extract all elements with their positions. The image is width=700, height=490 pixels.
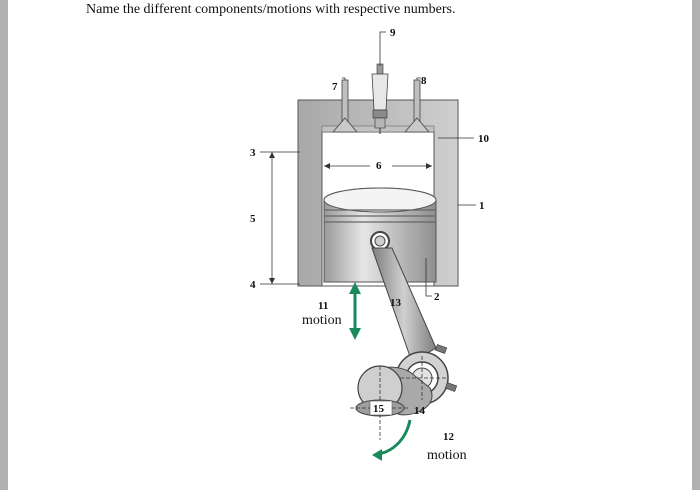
label-11: 11 (318, 300, 328, 312)
label-6: 6 (376, 160, 382, 172)
right-frame-edge (692, 0, 700, 490)
motion-label-rotary: motion (427, 448, 467, 463)
leader-lines (260, 31, 476, 297)
label-5: 5 (250, 213, 256, 225)
crankshaft (350, 356, 446, 440)
label-1: 1 (479, 200, 485, 212)
bore-dimension (324, 157, 432, 174)
label-15: 15 (373, 403, 385, 415)
motion-label-reciprocating: motion (302, 313, 342, 328)
stroke-dimension (262, 151, 300, 285)
label-12: 12 (443, 431, 455, 443)
label-3: 3 (250, 147, 256, 159)
label-14: 14 (414, 405, 426, 417)
label-10: 10 (478, 133, 490, 145)
question-text: Name the different components/motions wi… (86, 2, 456, 17)
label-13: 13 (390, 297, 402, 309)
label-8: 8 (421, 75, 427, 87)
spark-plug (371, 63, 389, 134)
label-7: 7 (332, 81, 338, 93)
label-9: 9 (390, 27, 396, 39)
rotary-motion-arrow (372, 419, 412, 461)
label-4: 4 (250, 279, 256, 291)
piston (323, 187, 437, 283)
label-2: 2 (434, 291, 440, 303)
reciprocating-motion-arrow (349, 282, 361, 340)
left-frame-edge (0, 0, 8, 490)
